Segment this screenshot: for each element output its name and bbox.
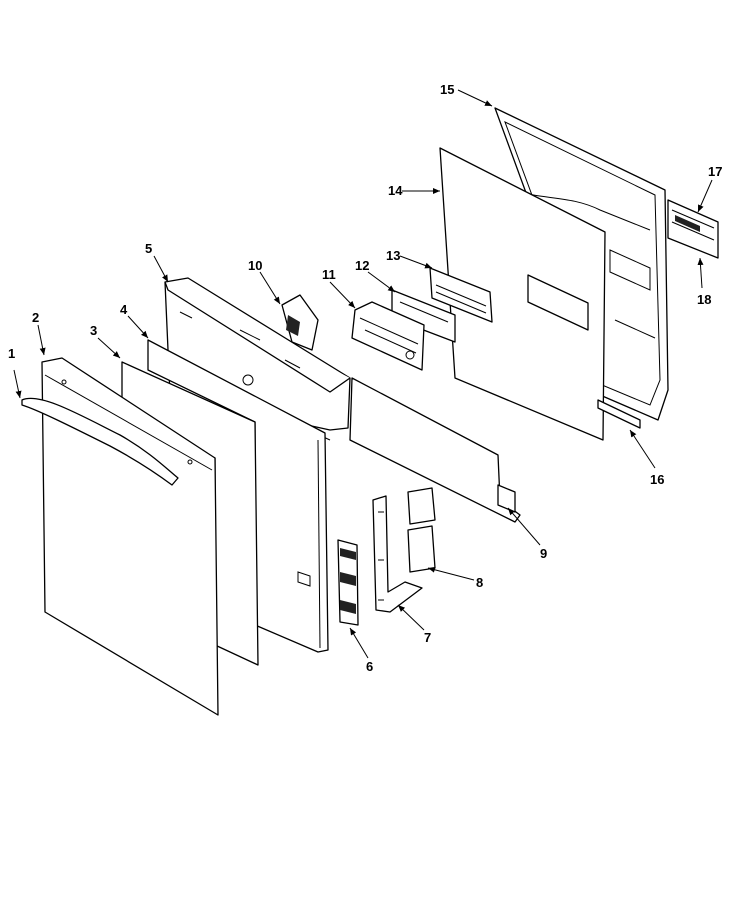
callout-5: 5 — [145, 241, 152, 256]
side-panel — [147, 339, 329, 653]
callout-8: 8 — [476, 575, 483, 590]
vent-bracket — [429, 267, 493, 323]
lower-trim-strip — [597, 399, 641, 429]
callout-15: 15 — [440, 82, 454, 97]
callout-1: 1 — [8, 346, 15, 361]
callout-7: 7 — [424, 630, 431, 645]
callout-labels: 1 2 3 4 5 6 7 8 9 10 11 12 13 14 15 16 1… — [8, 82, 722, 674]
hinge-cover — [337, 539, 359, 626]
control-module — [351, 301, 425, 371]
control-board — [391, 289, 456, 343]
callout-9: 9 — [540, 546, 547, 561]
callout-14: 14 — [388, 183, 403, 198]
door-hinge — [372, 495, 423, 613]
callout-12: 12 — [355, 258, 369, 273]
callout-4: 4 — [120, 302, 128, 317]
callout-11: 11 — [322, 267, 336, 282]
callout-17: 17 — [708, 164, 722, 179]
callout-13: 13 — [386, 248, 400, 263]
leader-lines — [13, 89, 713, 659]
callout-3: 3 — [90, 323, 97, 338]
door-latch — [281, 294, 319, 351]
latch-assembly — [667, 199, 719, 259]
lower-inner-panel — [349, 377, 521, 523]
callout-16: 16 — [650, 472, 664, 487]
spring-assembly — [407, 487, 436, 573]
callout-2: 2 — [32, 310, 39, 325]
outer-door-panel — [41, 357, 219, 716]
door-handle — [21, 397, 179, 486]
callout-18: 18 — [697, 292, 711, 307]
callout-6: 6 — [366, 659, 373, 674]
callout-10: 10 — [248, 258, 262, 273]
